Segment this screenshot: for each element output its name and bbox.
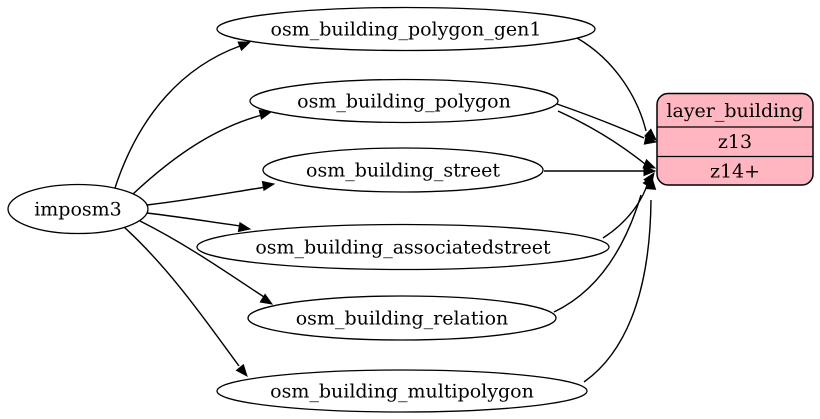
edge-multipolygon-to-z14 [583, 199, 652, 383]
table-ellipse [196, 223, 610, 271]
node-osm-building-polygon-gen1: osm_building_polygon_gen1 [216, 6, 596, 52]
arrowhead-icon [237, 41, 252, 52]
edge-imposm3-to-street [146, 186, 267, 206]
imposm3-ellipse [7, 183, 149, 235]
node-osm-building-street: osm_building_street [262, 147, 544, 193]
table-label: osm_building_street [306, 160, 500, 182]
layer-building-box [656, 92, 814, 186]
edge-polygon-to-z13 [556, 103, 645, 139]
node-osm-building-polygon: osm_building_polygon [249, 78, 559, 124]
table-label: osm_building_multipolygon [270, 381, 534, 403]
node-layer-building: layer_building z13 z14+ [656, 92, 814, 186]
edges-from-imposm3 [114, 41, 276, 378]
arrowhead-icon [643, 134, 658, 145]
table-label: osm_building_associatedstreet [255, 237, 551, 259]
layer-building-row-z13: z13 [718, 131, 752, 153]
arrowhead-icon [235, 363, 248, 378]
table-ellipse [216, 6, 596, 52]
arrowhead-icon [645, 176, 657, 190]
edge-imposm3-to-associatedstreet [146, 212, 242, 227]
node-osm-building-multipolygon: osm_building_multipolygon [216, 369, 588, 413]
arrowhead-icon [643, 165, 657, 177]
arrowhead-icon [259, 293, 274, 305]
table-label: osm_building_polygon_gen1 [271, 19, 542, 41]
edges-to-layer-building [544, 37, 658, 383]
table-ellipse [262, 147, 544, 193]
table-ellipse [249, 78, 559, 124]
layer-building-row-z14: z14+ [710, 161, 760, 183]
table-label: osm_building_polygon [297, 91, 511, 113]
edge-imposm3-to-relation [139, 220, 265, 298]
node-imposm3: imposm3 [7, 183, 149, 235]
edge-imposm3-to-polygon-gen1 [114, 45, 241, 189]
edge-imposm3-to-polygon [132, 114, 263, 195]
edge-imposm3-to-multipolygon [123, 226, 240, 367]
table-ellipse [216, 369, 588, 413]
node-osm-building-associatedstreet: osm_building_associatedstreet [196, 223, 610, 271]
node-osm-building-relation: osm_building_relation [247, 295, 557, 341]
table-ellipse [247, 295, 557, 341]
arrowhead-icon [642, 158, 657, 169]
edge-associatedstreet-to-z14 [602, 181, 649, 239]
layer-building-title: layer_building [666, 100, 803, 122]
arrowhead-icon [261, 180, 276, 192]
table-label: osm_building_relation [296, 308, 509, 330]
imposm3-label: imposm3 [34, 199, 122, 221]
arrowhead-icon [258, 109, 273, 120]
arrowhead-icon [237, 221, 252, 233]
edge-polygon-to-z14 [557, 110, 646, 165]
edge-relation-to-z14 [553, 194, 642, 313]
edge-polygon-gen1-to-z13 [576, 37, 647, 132]
